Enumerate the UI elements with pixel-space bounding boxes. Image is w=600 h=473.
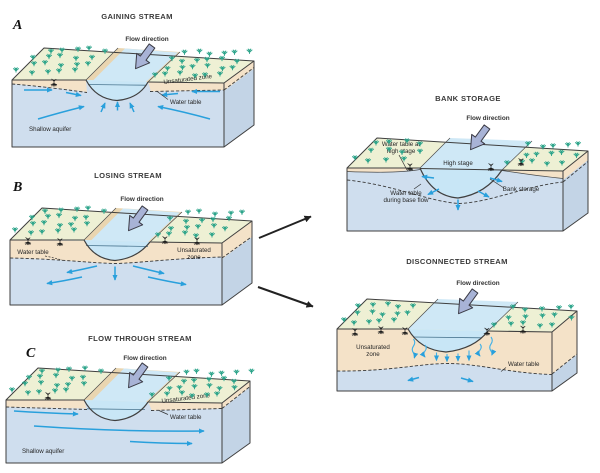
block-outline: [9, 207, 253, 306]
disconnected-stream-panel: DISCONNECTED STREAM Flow direction Unsat…: [336, 257, 578, 392]
groundwater-flow-arrows: [13, 410, 205, 447]
vegetation-tuft-icon: [81, 365, 89, 372]
panel-title: LOSING STREAM: [94, 171, 162, 180]
block-faces: [347, 138, 588, 231]
unsaturated-zone-label-line2: zone: [187, 254, 201, 261]
bank-storage-flow-arrows: [421, 174, 503, 211]
vegetation-tuft-icon: [238, 209, 246, 216]
water-table-line: [5, 386, 251, 411]
panel-title: GAINING STREAM: [101, 12, 173, 21]
high-stage-water-table-line-left: [346, 169, 421, 173]
water-table-leader: [158, 410, 169, 415]
groundwater-flow-arrows: [46, 265, 187, 287]
vegetation-tuft-icon: [218, 370, 225, 377]
water-table-leader: [44, 255, 63, 261]
water-table-leader: [156, 90, 169, 100]
vegetation-tuft-icon: [12, 66, 20, 73]
flow-direction-label: Flow direction: [125, 36, 168, 43]
water-table-high-stage-label-line1: Water table at: [382, 141, 421, 148]
bank-storage-leader: [489, 178, 505, 189]
flow-direction-label: Flow direction: [120, 196, 163, 203]
vegetation-tuft-icon: [206, 51, 213, 58]
block-faces: [12, 48, 254, 147]
bank-storage-panel: BANK STORAGE Flow direction Water table …: [346, 94, 589, 232]
vegetation-tuft-icon: [246, 48, 253, 55]
flow-direction-label: Flow direction: [466, 115, 509, 122]
vegetation-tuft-icon: [211, 211, 219, 218]
water-table-leader: [500, 367, 507, 372]
vegetation-tuft-icon: [567, 303, 575, 310]
infiltration-arrows: [411, 336, 497, 363]
flow-direction-label: Flow direction: [456, 280, 499, 287]
vegetation-tuft-icon: [208, 371, 215, 378]
vegetation-tuft-icon: [233, 369, 240, 376]
gaining-stream-panel: A GAINING STREAM Flow direction Unsatura…: [11, 12, 255, 148]
vegetation-tuft-icon: [181, 49, 188, 56]
high-stage-label: High stage: [443, 160, 473, 167]
base-flow-water-table-line: [346, 161, 589, 204]
panel-title: FLOW THROUGH STREAM: [88, 334, 192, 343]
panel-title: DISCONNECTED STREAM: [406, 257, 508, 266]
water-table-base-flow-leader: [413, 183, 422, 190]
water-table-base-flow-label-line2: during base flow: [383, 197, 429, 204]
vegetation-tuft-icon: [227, 210, 235, 217]
shallow-aquifer-label: Shallow aquifer: [22, 448, 64, 455]
flow-through-stream-panel: C FLOW THROUGH STREAM Flow direction Uns…: [5, 334, 251, 464]
water-table-line: [336, 353, 578, 375]
connector-arrow-to-bank-storage: [258, 215, 312, 239]
vegetation-tuft-icon: [196, 48, 203, 55]
panel-letter: B: [12, 180, 22, 195]
vegetation-tuft-icon: [564, 141, 572, 148]
water-table-high-stage-leader: [398, 154, 408, 171]
water-table-label: Water table: [17, 249, 49, 256]
water-table-base-flow-label-line1: Water table: [390, 190, 422, 197]
connector-arrow-to-disconnected: [257, 286, 314, 308]
vegetation-tuft-icon: [549, 142, 557, 149]
water-table-line: [9, 236, 253, 264]
water-table-label: Water table: [170, 414, 202, 421]
unsaturated-zone-label-line2: zone: [366, 351, 380, 358]
bank-storage-label: Bank storage: [503, 186, 540, 193]
shallow-aquifer-label: Shallow aquifer: [29, 126, 71, 133]
groundwater-flow-arrows: [407, 376, 474, 383]
panel-letter: C: [26, 346, 36, 361]
vegetation-tuft-icon: [183, 369, 190, 376]
vegetation-tuft-icon: [231, 49, 238, 56]
vegetation-tuft-icon: [221, 50, 228, 57]
high-stage-water-table-line-right: [501, 170, 564, 179]
unsaturated-zone-label-line1: Unsaturated: [356, 344, 390, 351]
vegetation-tuft-icon: [184, 209, 192, 216]
vegetation-tuft-icon: [84, 205, 92, 212]
panel-letter: A: [12, 18, 22, 33]
flow-direction-label: Flow direction: [123, 355, 166, 362]
vegetation-tuft-icon: [248, 368, 255, 375]
losing-stream-panel: B LOSING STREAM Flow direction Water tab…: [9, 171, 253, 306]
vegetation-tuft-icon: [193, 368, 200, 375]
unsaturated-zone-label-line1: Unsaturated: [177, 247, 211, 254]
vegetation-tuft-icon: [195, 208, 203, 215]
vegetation-tuft-icon: [11, 226, 19, 233]
vegetation-tuft-icon: [574, 140, 582, 147]
block-outline: [336, 298, 578, 392]
panel-title: BANK STORAGE: [435, 94, 501, 103]
water-table-label: Water table: [508, 361, 540, 368]
vegetation-tuft-icon: [85, 45, 93, 52]
water-table-label: Water table: [170, 99, 202, 106]
block-outline: [11, 47, 255, 148]
block-outline: [5, 367, 251, 464]
groundwater-flow-arrows: [24, 87, 220, 120]
